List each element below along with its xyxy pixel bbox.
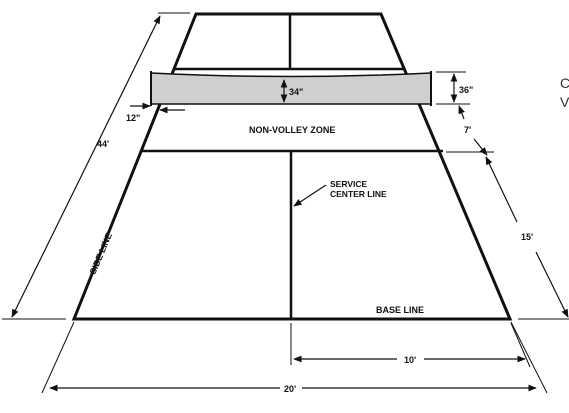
- edge-letter-v: V: [560, 94, 569, 110]
- base-line-label: BASE LINE: [376, 305, 424, 315]
- half-width-ext-right: [510, 322, 531, 368]
- edge-letter-c: C: [560, 75, 569, 91]
- net-center-height-label: 34": [289, 87, 303, 97]
- service-depth-arrow-top: [485, 156, 518, 223]
- side-line-label: SIDE LINE: [88, 231, 114, 275]
- half-width-label: 10': [404, 355, 416, 365]
- width-ext-right: [510, 321, 548, 394]
- kitchen-depth-label: 7': [464, 125, 471, 135]
- service-depth-label: 15': [521, 232, 533, 242]
- width-ext-left: [41, 321, 75, 394]
- service-center-line-label-2: CENTER LINE: [330, 189, 387, 199]
- net-post-height-label: 36": [459, 85, 473, 95]
- court-width-label: 20': [284, 384, 296, 394]
- post-offset-label: 12": [126, 113, 140, 123]
- kitchen-depth-arrow-top: [458, 105, 465, 120]
- kitchen-depth-arrow-bottom: [473, 138, 488, 156]
- service-center-line-label-1: SERVICE: [330, 179, 367, 189]
- service-depth-arrow-bottom: [535, 251, 569, 318]
- court-length-arrow: [11, 15, 161, 318]
- court-length-label: 44': [97, 139, 109, 149]
- non-volley-zone-label: NON-VOLLEY ZONE: [249, 125, 335, 135]
- service-center-pointer: [293, 184, 327, 207]
